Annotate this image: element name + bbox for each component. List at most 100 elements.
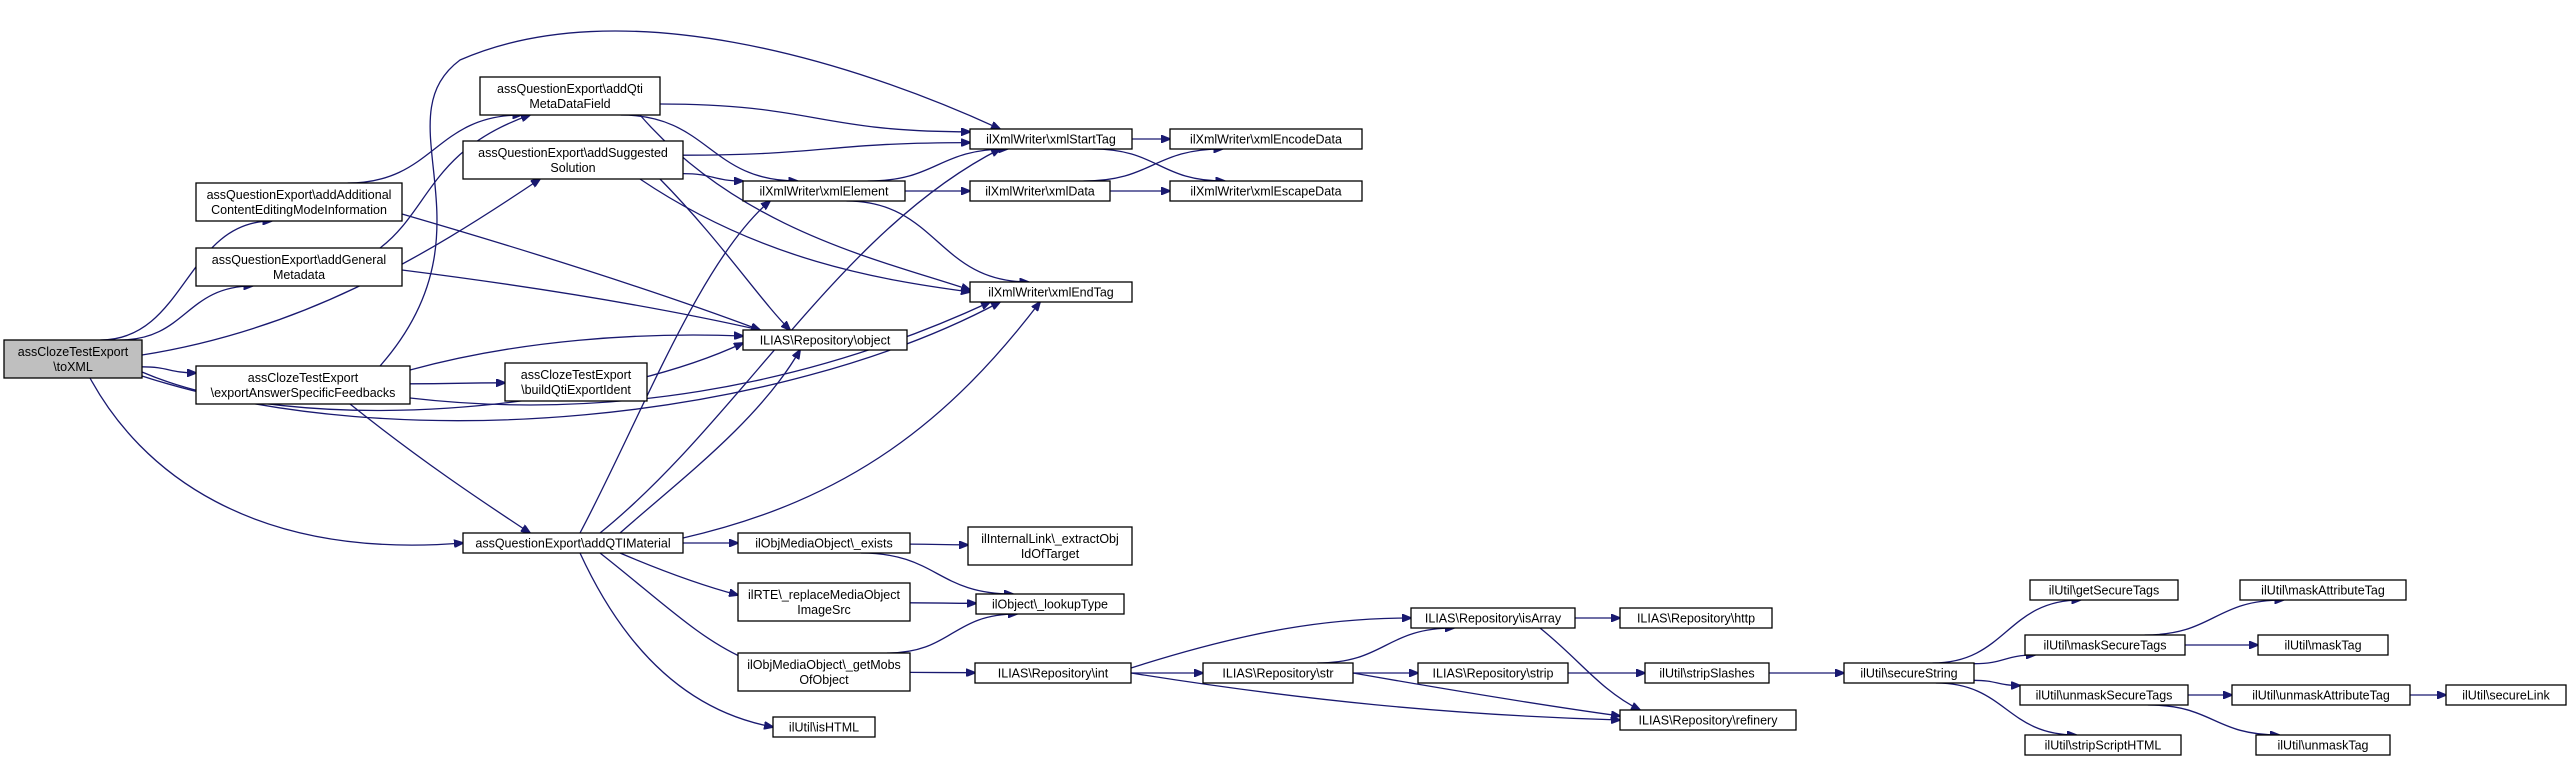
node-xmlStartTag[interactable]: ilXmlWriter\xmlStartTag [969,128,1133,150]
node-stripSlashes[interactable]: ilUtil\stripSlashes [1644,662,1770,684]
edge-toXML-to-addSuggested [141,179,540,356]
node-exportAnswer[interactable]: assClozeTestExport\exportAnswerSpecificF… [195,365,411,405]
node-box [479,76,661,116]
nodes-layer: assClozeTestExport\toXML assQuestionExpor… [3,76,2567,756]
node-repoStr[interactable]: ILIAS\Repository\str [1202,662,1354,684]
edge-unmaskSecureTags-to-unmaskTag [2147,704,2279,735]
node-label: ilXmlWriter\xmlStartTag [986,133,1116,147]
edge-secureString-to-unmaskSecureTags [1973,679,2020,685]
node-addAdditional[interactable]: assQuestionExport\addAdditionalContentEd… [195,182,403,222]
edge-xmlStartTag-to-xmlEscapeData [1092,148,1224,181]
node-maskTag[interactable]: ilUtil\maskTag [2257,634,2389,656]
node-label: ilUtil\unmaskAttributeTag [2252,689,2390,703]
node-box [1417,662,1569,684]
node-label: ilObject\_lookupType [992,598,1108,612]
edge-objExists-to-lookupType [860,552,1013,594]
node-label: ilUtil\isHTML [789,721,859,735]
node-maskAttributeTag[interactable]: ilUtil\maskAttributeTag [2239,579,2407,601]
node-box [2019,684,2189,706]
node-repoStrip[interactable]: ILIAS\Repository\strip [1417,662,1569,684]
node-label: Solution [550,161,595,175]
edge-rteReplace-to-lookupType [909,603,976,604]
node-label: assClozeTestExport [18,345,129,359]
node-box [3,339,143,379]
node-buildQti[interactable]: assClozeTestExport\buildQtiExportIdent [504,362,648,402]
edge-toXML-to-exportAnswer [141,366,196,373]
edge-getMobs-to-lookupType [887,614,1017,654]
node-xmlData[interactable]: ilXmlWriter\xmlData [969,180,1111,202]
edge-addSuggested-to-repoObject [659,178,790,330]
edge-addGeneral-to-addQtiMeta [379,115,530,249]
node-box [462,140,684,180]
node-box [504,362,648,402]
node-xmlEncodeData[interactable]: ilXmlWriter\xmlEncodeData [1169,128,1363,150]
edge-addQtiMeta-to-xmlStartTag [659,103,970,132]
node-xmlElement[interactable]: ilXmlWriter\xmlElement [742,180,906,202]
edge-xmlElement-to-xmlStartTag [867,149,1008,182]
node-repoInt[interactable]: ILIAS\Repository\int [974,662,1132,684]
edge-exportAnswer-to-addQTIMaterial [349,403,530,533]
node-unmaskAttributeTag[interactable]: ilUtil\unmaskAttributeTag [2231,684,2411,706]
edge-addQTIMaterial-to-xmlElement [579,201,770,534]
node-objExists[interactable]: ilObjMediaObject\_exists [737,532,911,554]
edge-addSuggested-to-xmlElement [682,172,743,181]
node-unmaskSecureTags[interactable]: ilUtil\unmaskSecureTags [2019,684,2189,706]
node-label: ILIAS\Repository\str [1222,667,1333,681]
node-box [2239,579,2407,601]
edge-secureString-to-stripScriptHTML [1935,682,2076,735]
node-xmlEscapeData[interactable]: ilXmlWriter\xmlEscapeData [1169,180,1363,202]
node-label: ILIAS\Repository\object [760,334,891,348]
node-repoRefinery[interactable]: ILIAS\Repository\refinery [1619,709,1797,731]
edge-exportAnswer-to-xmlEndTag [409,302,990,406]
node-lookupType[interactable]: ilObject\_lookupType [975,593,1125,615]
node-box [975,593,1125,615]
node-box [195,182,403,222]
node-box [1619,709,1797,731]
node-maskSecureTags[interactable]: ilUtil\maskSecureTags [2024,634,2186,656]
node-box [1843,662,1975,684]
edge-xmlElement-to-xmlEndTag [846,200,1029,282]
node-secureLink[interactable]: ilUtil\secureLink [2445,684,2567,706]
node-addQTIMaterial[interactable]: assQuestionExport\addQTIMaterial [462,532,684,554]
node-repoObject[interactable]: ILIAS\Repository\object [742,329,908,351]
node-repoHttp[interactable]: ILIAS\Repository\http [1619,607,1773,629]
node-box [742,180,906,202]
node-box [195,365,411,405]
edge-addGeneral-to-repoObject [401,269,760,330]
node-secureString[interactable]: ilUtil\secureString [1843,662,1975,684]
node-box [2024,634,2186,656]
node-isHTML[interactable]: ilUtil\isHTML [772,716,876,738]
node-label: assClozeTestExport [521,368,632,382]
edge-addSuggested-to-xmlStartTag [682,143,970,156]
node-getSecureTags[interactable]: ilUtil\getSecureTags [2029,579,2179,601]
edge-exportAnswer-to-buildQti [409,383,505,384]
node-label: ILIAS\Repository\refinery [1639,714,1779,728]
node-label: IdOfTarget [1021,547,1080,561]
node-label: ILIAS\Repository\strip [1433,667,1554,681]
node-xmlEndTag[interactable]: ilXmlWriter\xmlEndTag [969,281,1133,303]
node-box [772,716,876,738]
node-label: ilXmlWriter\xmlEndTag [988,286,1114,300]
node-box [969,281,1133,303]
node-label: ilUtil\secureString [1860,667,1957,681]
node-box [1619,607,1773,629]
node-box [1169,180,1363,202]
node-unmaskTag[interactable]: ilUtil\unmaskTag [2255,734,2391,756]
edge-toXML-to-addGeneral [119,286,253,341]
node-stripScriptHTML[interactable]: ilUtil\stripScriptHTML [2024,734,2182,756]
node-label: assQuestionExport\addGeneral [212,253,386,267]
edge-addQTIMaterial-to-repoObject [619,350,800,534]
node-label: ilUtil\stripScriptHTML [2045,739,2162,753]
node-label: assQuestionExport\addAdditional [207,188,392,202]
edge-addQTIMaterial-to-isHTML [579,552,773,727]
node-repoIsArray[interactable]: ILIAS\Repository\isArray [1410,607,1576,629]
node-toXML[interactable]: assClozeTestExport\toXML [3,339,143,379]
node-box [1644,662,1770,684]
node-label: ilUtil\secureLink [2462,689,2550,703]
